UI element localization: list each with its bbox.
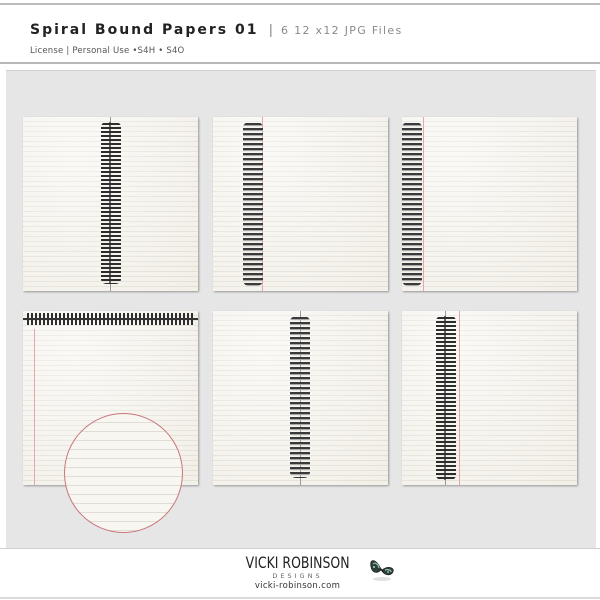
title-line: Spiral Bound Papers 01 | 6 12 x12 JPG Fi…	[30, 21, 402, 39]
product-title: Spiral Bound Papers 01	[30, 22, 259, 38]
paper-preview-6	[402, 311, 577, 485]
header: Spiral Bound Papers 01 | 6 12 x12 JPG Fi…	[0, 5, 600, 63]
spiral-binding-icon	[101, 122, 121, 284]
footer-bottom-rule	[0, 597, 600, 599]
paper-preview-5	[213, 311, 388, 485]
spiral-binding-icon	[402, 122, 422, 286]
product-subtitle: 6 12 x12 JPG Files	[281, 24, 403, 37]
spiral-binding-icon	[290, 316, 310, 478]
margin-line	[34, 329, 35, 485]
header-rule	[0, 62, 600, 64]
spiral-wire	[23, 318, 198, 320]
brand-block: VICKI ROBINSON DESIGNS vicki-robinson.co…	[220, 553, 375, 591]
brand-url: vicki-robinson.com	[254, 581, 341, 591]
butterfly-icon	[370, 560, 394, 581]
spiral-binding-icon	[436, 316, 456, 480]
license-info: License | Personal Use •S4H • S4O	[30, 46, 185, 56]
footer-rule	[0, 548, 600, 549]
margin-line	[423, 117, 424, 291]
brand-subtitle: DESIGNS	[272, 572, 323, 580]
margin-line	[459, 311, 460, 485]
brand-name: VICKI ROBINSON	[245, 553, 350, 572]
paper-preview-1	[23, 117, 198, 291]
title-divider: |	[268, 21, 273, 37]
paper-detail-circle	[64, 413, 183, 533]
paper-preview-3	[402, 117, 577, 291]
paper-preview-2	[213, 117, 388, 291]
top-rule	[0, 3, 600, 5]
spiral-binding-icon	[243, 122, 263, 286]
